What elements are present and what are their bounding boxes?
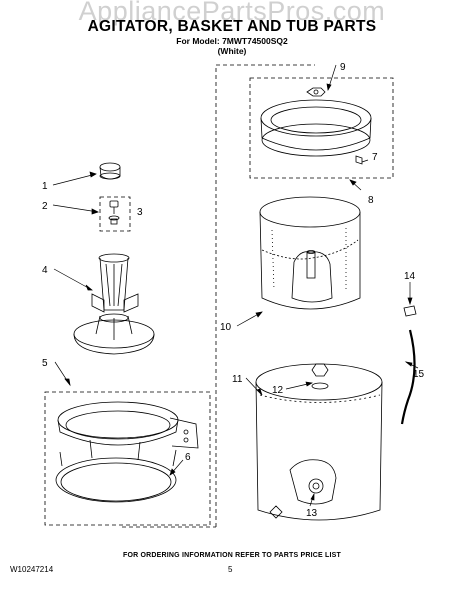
callout-10: 10 [220, 322, 232, 333]
agitator [73, 253, 155, 355]
tub-ring [55, 401, 199, 503]
callout-1: 1 [42, 181, 48, 192]
outer-tub [255, 363, 383, 521]
callout-13: 13 [306, 508, 318, 519]
ordering-info: FOR ORDERING INFORMATION REFER TO PARTS … [122, 552, 342, 559]
group-boxes [44, 64, 394, 528]
callout-5: 5 [42, 358, 48, 369]
group-box-8 [249, 77, 394, 179]
callout-12: 12 [272, 385, 284, 396]
callout-3: 3 [137, 207, 143, 218]
callout-numbers: 1 2 3 4 5 6 7 8 9 10 11 12 13 14 15 [42, 62, 425, 519]
callout-9: 9 [340, 62, 346, 73]
bolt-and-washer [108, 200, 120, 225]
callout-2: 2 [42, 201, 48, 212]
page-number: 5 [228, 565, 233, 574]
model-line: For Model: 7MWT74500SQ2 [176, 36, 288, 46]
balance-ring [260, 99, 372, 165]
document-number: W10247214 [10, 565, 54, 574]
page-title: AGITATOR, BASKET AND TUB PARTS [87, 18, 377, 35]
watermark: AppliancePartsPros.com [78, 0, 386, 26]
group-box-2-3 [99, 196, 131, 232]
callout-8: 8 [368, 195, 374, 206]
group-box-5 [44, 391, 211, 526]
callout-11: 11 [232, 374, 243, 385]
callout-7: 7 [372, 152, 378, 163]
leader-lines [52, 64, 419, 507]
color-line: (White) [217, 46, 247, 56]
assembly-bracket [215, 64, 315, 527]
callout-15: 15 [413, 369, 425, 380]
wash-basket [259, 196, 361, 310]
basket-nut [306, 87, 326, 97]
hose-and-clip [400, 305, 417, 425]
callout-14: 14 [404, 271, 416, 282]
agitator-cap [99, 162, 121, 180]
callout-6: 6 [185, 452, 191, 463]
callout-4: 4 [42, 265, 48, 276]
